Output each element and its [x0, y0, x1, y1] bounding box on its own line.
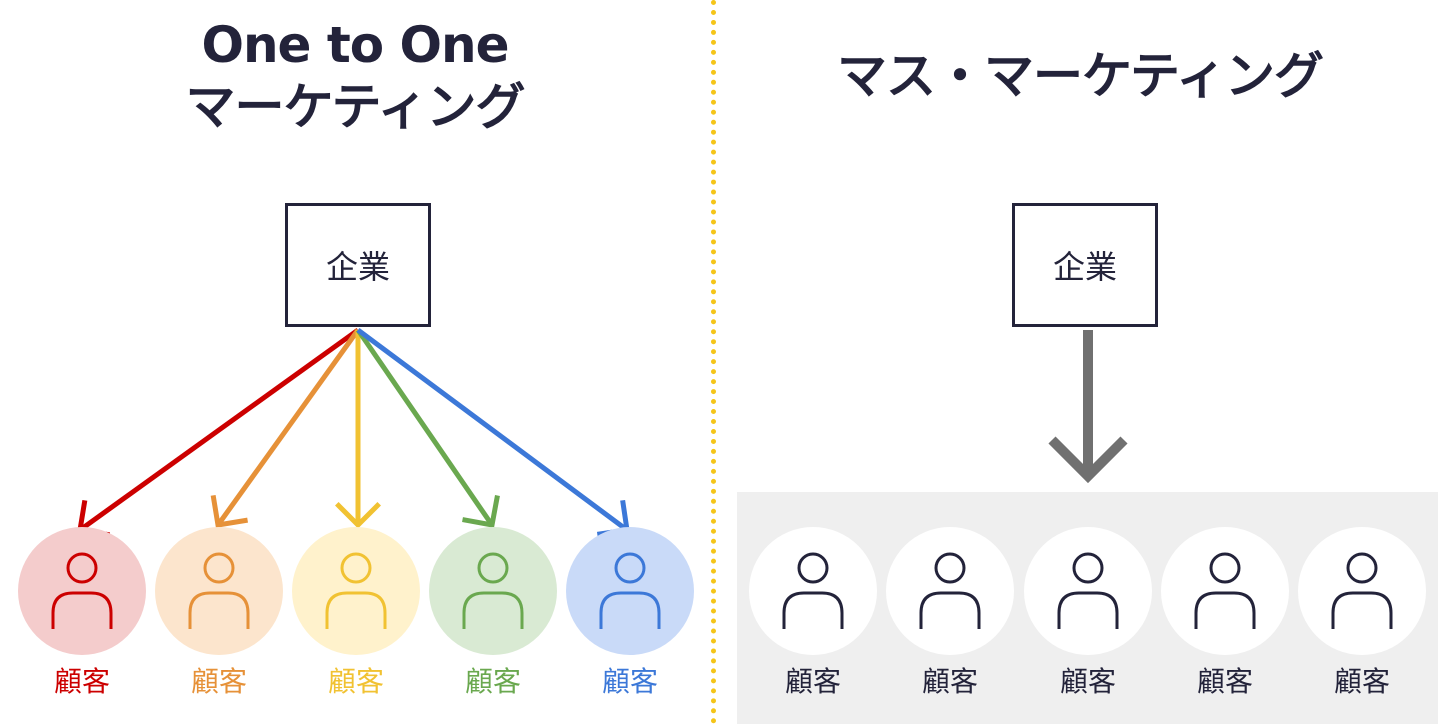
company-label-left: 企業	[325, 248, 390, 286]
customer-label-left-3: 顧客	[327, 665, 384, 698]
arrow-shaft-4	[355, 328, 495, 527]
one-to-one-arrows	[77, 327, 630, 538]
person-icon	[1057, 552, 1119, 629]
customer-label-right-3: 顧客	[1059, 665, 1116, 698]
arrow-head-4	[462, 495, 500, 528]
title-line2: マーケティング	[185, 78, 526, 136]
person-icon	[782, 552, 844, 629]
arrow-shaft-1	[78, 327, 360, 533]
mass-arrow-head	[1048, 436, 1128, 484]
person-icon	[1194, 552, 1256, 629]
arrow-head-2	[210, 494, 249, 528]
customer-label-left-1: 顧客	[53, 665, 110, 698]
customer-circle-left-5	[566, 527, 694, 655]
person-icon	[188, 552, 250, 629]
customer-circle-left-2	[155, 527, 283, 655]
mass-marketing-title: マス・マーケティング	[837, 47, 1324, 105]
customer-circle-right-2	[886, 527, 1014, 655]
customer-circle-right-3	[1024, 527, 1152, 655]
center-divider	[711, 0, 716, 724]
customer-circle-right-5	[1298, 527, 1426, 655]
customer-label-right-2: 顧客	[921, 665, 978, 698]
company-label-right: 企業	[1052, 248, 1117, 286]
person-icon	[325, 552, 387, 629]
one-to-one-title: One to One マーケティング	[130, 14, 580, 138]
person-icon	[1331, 552, 1393, 629]
customer-label-left-4: 顧客	[464, 665, 521, 698]
arrow-head-3	[335, 502, 381, 529]
customer-label-right-5: 顧客	[1333, 665, 1390, 698]
customer-label-right-4: 顧客	[1196, 665, 1253, 698]
customer-label-left-2: 顧客	[190, 665, 247, 698]
customer-circle-right-1	[749, 527, 877, 655]
customer-circle-left-3	[292, 527, 420, 655]
arrow-shaft-2	[215, 328, 361, 527]
customer-label-right-1: 顧客	[784, 665, 841, 698]
person-icon	[919, 552, 981, 629]
customer-circle-right-4	[1161, 527, 1289, 655]
customer-circle-left-1	[18, 527, 146, 655]
company-box-left: 企業	[285, 203, 431, 327]
customer-label-left-5: 顧客	[601, 665, 658, 698]
arrow-shaft-5	[356, 327, 629, 533]
person-icon	[462, 552, 524, 629]
person-icon	[51, 552, 113, 629]
customer-circle-left-4	[429, 527, 557, 655]
company-box-right: 企業	[1012, 203, 1158, 327]
title-line1: One to One	[201, 16, 509, 74]
mass-arrow	[1048, 330, 1128, 484]
person-icon	[599, 552, 661, 629]
